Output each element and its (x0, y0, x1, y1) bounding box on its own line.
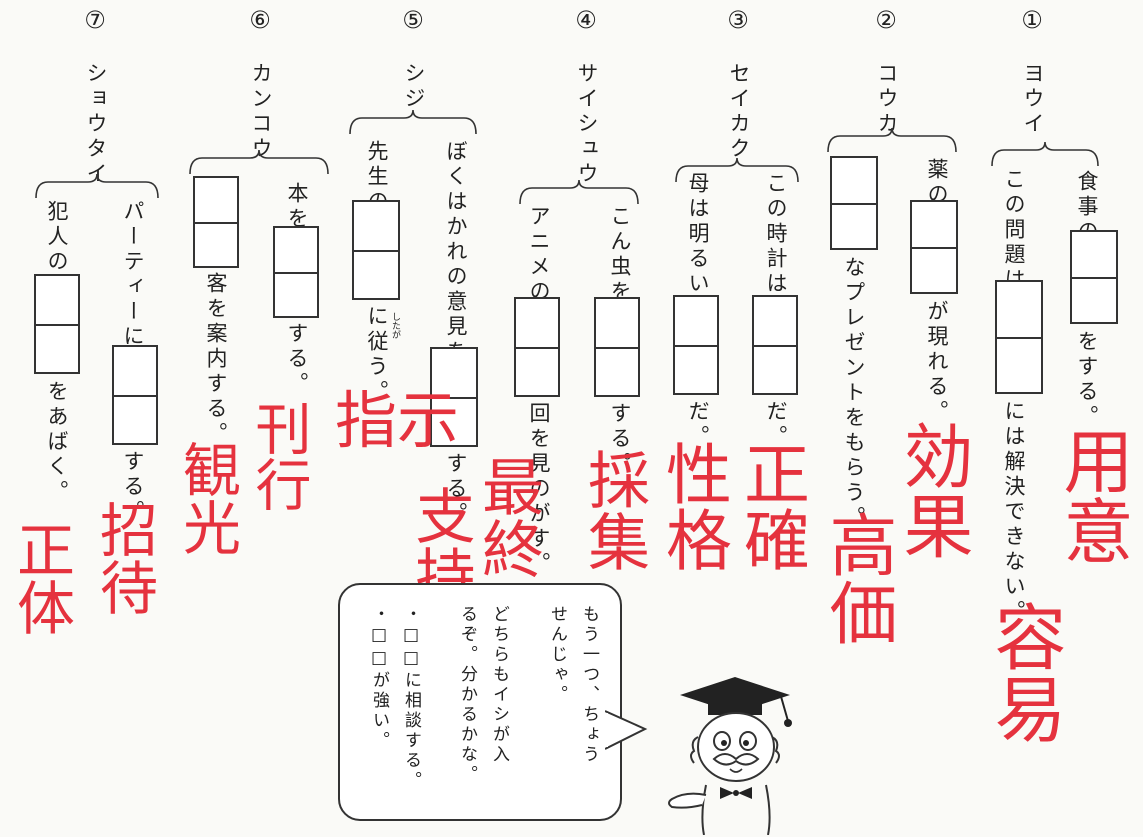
brace-bracket (675, 157, 799, 183)
sentence-1-post: をする。 (1075, 330, 1099, 430)
handwritten-answer-2: 観光 (173, 440, 241, 556)
question-number: ② (875, 6, 897, 34)
brace-bracket (519, 179, 639, 205)
sentence-2-pre: この問題は (1002, 168, 1026, 293)
bubble-line: せんじゃ。 (547, 605, 567, 705)
sentence-1-post: する。 (608, 402, 632, 477)
handwritten-answer-1: 招待 (90, 500, 158, 616)
answer-box[interactable] (910, 200, 958, 294)
reading: カンコウ (249, 62, 273, 162)
reading: シジ (402, 62, 426, 112)
brace-bracket (991, 141, 1099, 167)
sentence-2-post: 客を案内する。 (204, 272, 228, 447)
bubble-line: るぞ。分かるかな。 (457, 605, 477, 785)
question-number: ④ (575, 6, 597, 34)
answer-box[interactable] (193, 176, 239, 268)
sentence-1-pre: この時計は (764, 172, 788, 297)
answer-box[interactable] (830, 156, 878, 250)
sentence-1-post: する。 (121, 450, 145, 525)
handwritten-answer-2: 高価 (817, 510, 896, 646)
sentence-1-post: する。 (285, 322, 309, 397)
handwritten-answer-1: 用意 (1052, 425, 1134, 565)
answer-box[interactable] (430, 347, 478, 447)
sentence-1-post: が現れる。 (925, 300, 949, 425)
brace-bracket (349, 109, 477, 135)
sentence-2-pre: アニメの (527, 205, 551, 305)
sentence-2-post: だ。 (686, 400, 710, 450)
ruby: したが (390, 312, 400, 339)
handwritten-answer-2: 最終 (471, 455, 544, 579)
reading: コウカ (875, 62, 899, 137)
bubble-tail (605, 710, 648, 750)
brace-bracket (827, 127, 957, 153)
question-number: ③ (727, 6, 749, 34)
brace-bracket (35, 173, 159, 199)
handwritten-answer-1: 刊行 (246, 400, 311, 512)
sentence-1-pre: 薬の (925, 158, 949, 208)
reading: セイカク (727, 62, 751, 162)
handwritten-answer-1: 正確 (733, 440, 810, 572)
sentence-1-post: だ。 (764, 400, 788, 450)
handwritten-answer-2: 性格 (655, 440, 732, 572)
handwritten-answer-2: 容易 (982, 600, 1066, 744)
answer-box[interactable] (673, 295, 719, 395)
bubble-line: ・□□が強い。 (369, 605, 389, 751)
answer-box[interactable] (995, 280, 1043, 394)
reading: ショウタイ (84, 62, 108, 187)
question-number: ⑦ (84, 6, 106, 34)
reading: ヨウイ (1021, 62, 1045, 137)
sentence-2-post: なプレゼントをもらう。 (842, 256, 866, 531)
sentence-1-pre: 本を (285, 182, 309, 232)
sentence-1-pre: こん虫を (608, 205, 632, 305)
question-number: ⑤ (402, 6, 424, 34)
answer-box[interactable] (1070, 230, 1118, 324)
sentence-2-post: をあばく。 (45, 380, 69, 505)
sentence-2-post: 回を見のがす。 (527, 402, 551, 577)
sentence-1-pre: パーティーに (121, 200, 145, 350)
reading: サイシュウ (575, 62, 599, 187)
speech-bubble: もう一つ、ちょう せんじゃ。 どちらもイシが入 るぞ。分かるかな。 ・□□に相談… (338, 583, 622, 821)
handwritten-answer-1: 効果 (892, 420, 974, 560)
answer-box[interactable] (352, 200, 400, 300)
bubble-line: ・□□に相談する。 (401, 605, 421, 791)
answer-box[interactable] (514, 297, 560, 397)
sentence-1-post: する。 (444, 452, 468, 527)
handwritten-answer-2: 指示 (335, 384, 460, 457)
professor-character-illustration (668, 677, 792, 835)
answer-box[interactable] (273, 226, 319, 318)
answer-box[interactable] (752, 295, 798, 395)
bubble-line: どちらもイシが入 (489, 605, 509, 765)
sentence-2-post: に従う。 (365, 305, 389, 405)
handwritten-answer-1: 採集 (577, 448, 650, 572)
sentence-2-pre: 犯人の (45, 200, 69, 275)
answer-box[interactable] (594, 297, 640, 397)
handwritten-answer-2: 正体 (7, 520, 75, 636)
question-number: ⑥ (249, 6, 271, 34)
answer-box[interactable] (34, 274, 80, 374)
brace-bracket (189, 149, 329, 175)
sentence-1-pre: ぼくはかれの意見を (444, 140, 468, 365)
bubble-line: もう一つ、ちょう (579, 605, 599, 765)
question-number: ① (1021, 6, 1043, 34)
sentence-2-pre: 母は明るい (686, 172, 710, 297)
answer-box[interactable] (112, 345, 158, 445)
sentence-2-post: には解決できない。 (1002, 400, 1026, 625)
